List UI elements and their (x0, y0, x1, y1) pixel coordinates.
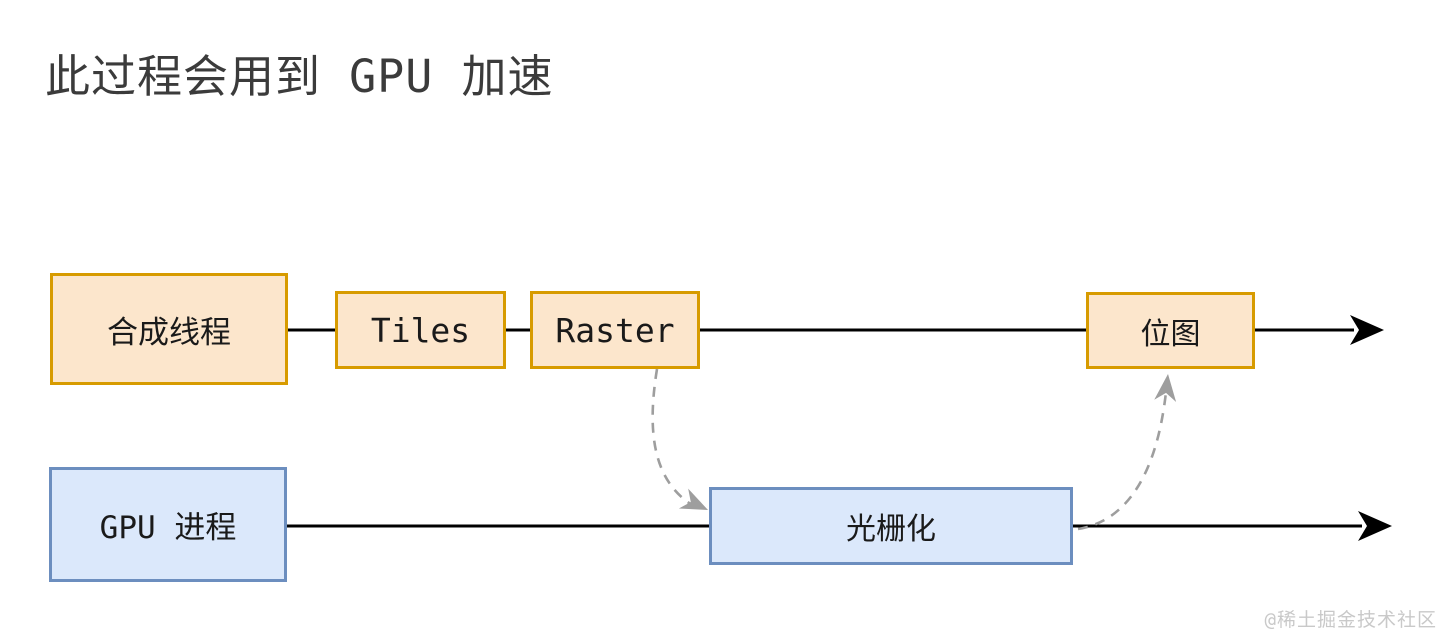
node-compositor-thread: 合成线程 (50, 273, 288, 385)
node-rasterize-label: 光栅化 (846, 512, 936, 547)
node-gpu-process-label: GPU 进程 (99, 510, 237, 546)
edge-raster-to-rasterize (651, 368, 693, 507)
node-tiles-label: Tiles (370, 310, 471, 350)
node-raster: Raster (530, 291, 700, 369)
node-tiles: Tiles (335, 291, 506, 369)
node-gpu-process: GPU 进程 (49, 467, 287, 582)
compositor-lane-arrowhead-icon (1350, 315, 1384, 345)
node-bitmap-label: 位图 (1140, 316, 1201, 352)
node-rasterize: 光栅化 (709, 487, 1073, 565)
node-bitmap: 位图 (1086, 292, 1255, 369)
watermark: @稀土掘金技术社区 (1264, 609, 1437, 631)
edge-rasterize-to-bitmap (1077, 391, 1168, 531)
page-title: 此过程会用到 GPU 加速 (45, 50, 554, 103)
edge-rasterize-to-bitmap-arrowhead-icon (1154, 374, 1177, 403)
gpu-lane-arrowhead-icon (1358, 511, 1392, 541)
node-raster-label: Raster (555, 310, 675, 350)
node-compositor-thread-label: 合成线程 (107, 314, 231, 351)
edge-raster-to-rasterize-arrowhead-icon (678, 488, 708, 510)
